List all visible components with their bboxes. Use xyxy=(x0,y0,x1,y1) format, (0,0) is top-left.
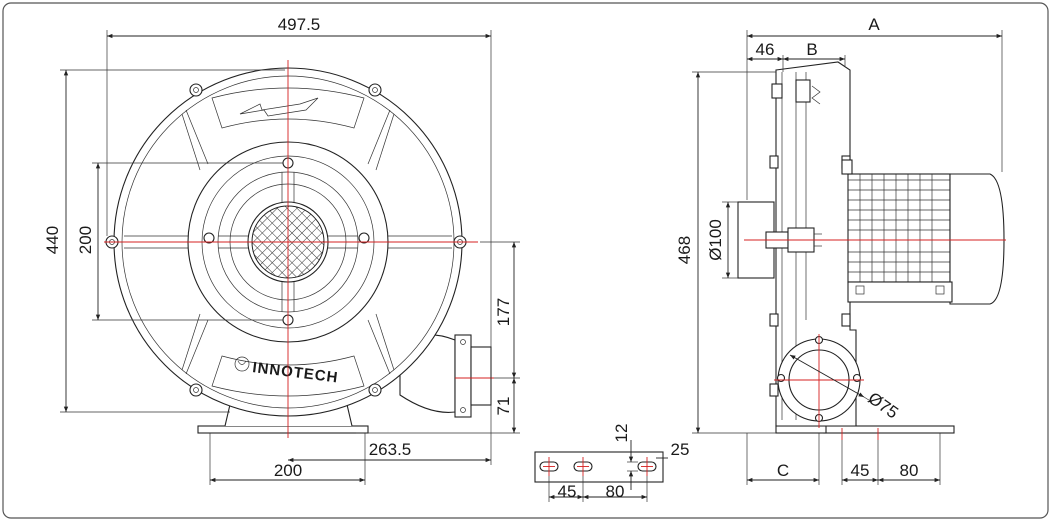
dim-inner-height: 200 xyxy=(76,226,95,254)
side-bolt xyxy=(769,155,779,169)
side-view: A 46 B 468 Ø100 Ø75 C 45 80 xyxy=(675,15,1006,485)
side-base-plate xyxy=(823,425,955,434)
outlet-bolt xyxy=(460,407,466,413)
bolt-icon xyxy=(368,83,382,97)
dim-hole-spacing-b: 80 xyxy=(900,461,919,480)
side-bolt xyxy=(769,313,779,327)
outlet-bolt xyxy=(460,339,466,345)
dim-overall-width: 497.5 xyxy=(278,15,321,34)
dim-outlet-offset: 71 xyxy=(494,397,513,416)
front-view: INNOTECH 497.5 440 200 177 71 xyxy=(43,15,520,485)
dim-inlet-diameter: Ø100 xyxy=(706,219,725,261)
side-base-plate-left xyxy=(775,425,827,434)
dim-base-width: 200 xyxy=(274,461,302,480)
bolt-icon xyxy=(776,373,786,383)
dim-outlet-diameter: Ø75 xyxy=(865,388,902,422)
motor-fan-cover xyxy=(949,173,1005,305)
bottom-panel xyxy=(211,355,365,397)
dim-side-height: 468 xyxy=(675,236,694,264)
bolt-icon xyxy=(852,373,862,383)
bolt-icon xyxy=(203,232,215,244)
sheet-border xyxy=(2,2,1049,519)
front-base-plate xyxy=(197,425,369,434)
side-bolt xyxy=(771,83,783,99)
motor-mount xyxy=(847,281,953,303)
dim-outlet-reach: 263.5 xyxy=(369,440,412,459)
bolt-icon xyxy=(358,232,370,244)
motor-body xyxy=(847,173,951,283)
dim-outlet-height: 177 xyxy=(494,298,513,326)
dim-body: B xyxy=(806,40,817,59)
outlet-flange xyxy=(454,334,472,418)
dim-base-c: C xyxy=(777,461,789,480)
dim-overall-height: 440 xyxy=(43,226,62,254)
motor-terminal xyxy=(841,159,853,175)
housing-ribs xyxy=(124,109,452,375)
motor-fins xyxy=(848,174,950,282)
side-bolt xyxy=(841,313,851,327)
dim-slot-width: 12 xyxy=(612,424,631,443)
side-bracket xyxy=(795,79,811,103)
dim-inlet-depth: 46 xyxy=(756,40,775,59)
dim-foot-spacing-a: 45 xyxy=(558,482,577,501)
foot-detail: 12 25 45 80 xyxy=(534,424,690,502)
dim-overall-depth: A xyxy=(868,15,880,34)
bolt-icon xyxy=(368,383,382,397)
brand-logo-icon xyxy=(234,356,250,372)
airflow-arrow-icon xyxy=(239,97,319,117)
top-panel xyxy=(211,87,365,129)
dim-hole-spacing-a: 45 xyxy=(851,461,870,480)
bolt-icon xyxy=(189,83,203,97)
dim-foot-spacing-b: 80 xyxy=(606,482,625,501)
outlet-pipe xyxy=(470,346,492,406)
inlet-spokes xyxy=(218,172,358,312)
dim-edge: 25 xyxy=(671,440,690,459)
bolt-icon xyxy=(189,383,203,397)
side-bolt xyxy=(769,383,779,397)
